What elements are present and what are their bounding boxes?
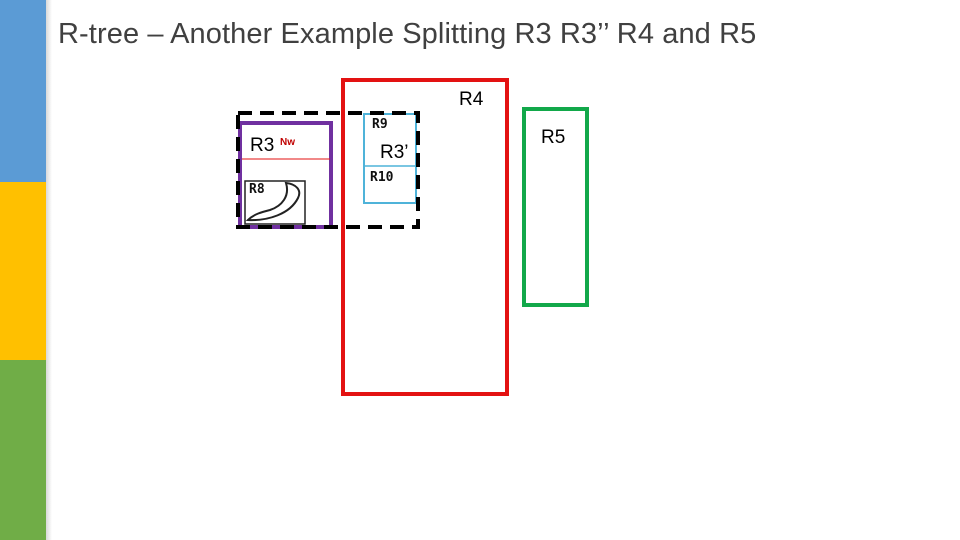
r3-label: R3 (250, 135, 275, 156)
nw-label: Nw (280, 137, 295, 148)
r4-rectangle (341, 78, 509, 396)
slide-title: R-tree – Another Example Splitting R3 R3… (58, 18, 757, 50)
sidebar-shadow (46, 0, 52, 540)
r4-label: R4 (459, 89, 484, 110)
sidebar-stripe-yellow (0, 182, 46, 360)
r8-curve (245, 181, 301, 222)
r3-split-label: R3’ (380, 142, 409, 163)
r8-label: R8 (249, 182, 265, 197)
r9-label: R9 (372, 117, 388, 132)
sidebar-stripe-blue (0, 0, 46, 182)
sidebar-stripe-green (0, 360, 46, 540)
r3-split-dashed-rectangle (236, 111, 420, 229)
r5-label: R5 (541, 127, 566, 148)
r5-rectangle (522, 107, 589, 307)
r10-label: R10 (370, 170, 394, 185)
